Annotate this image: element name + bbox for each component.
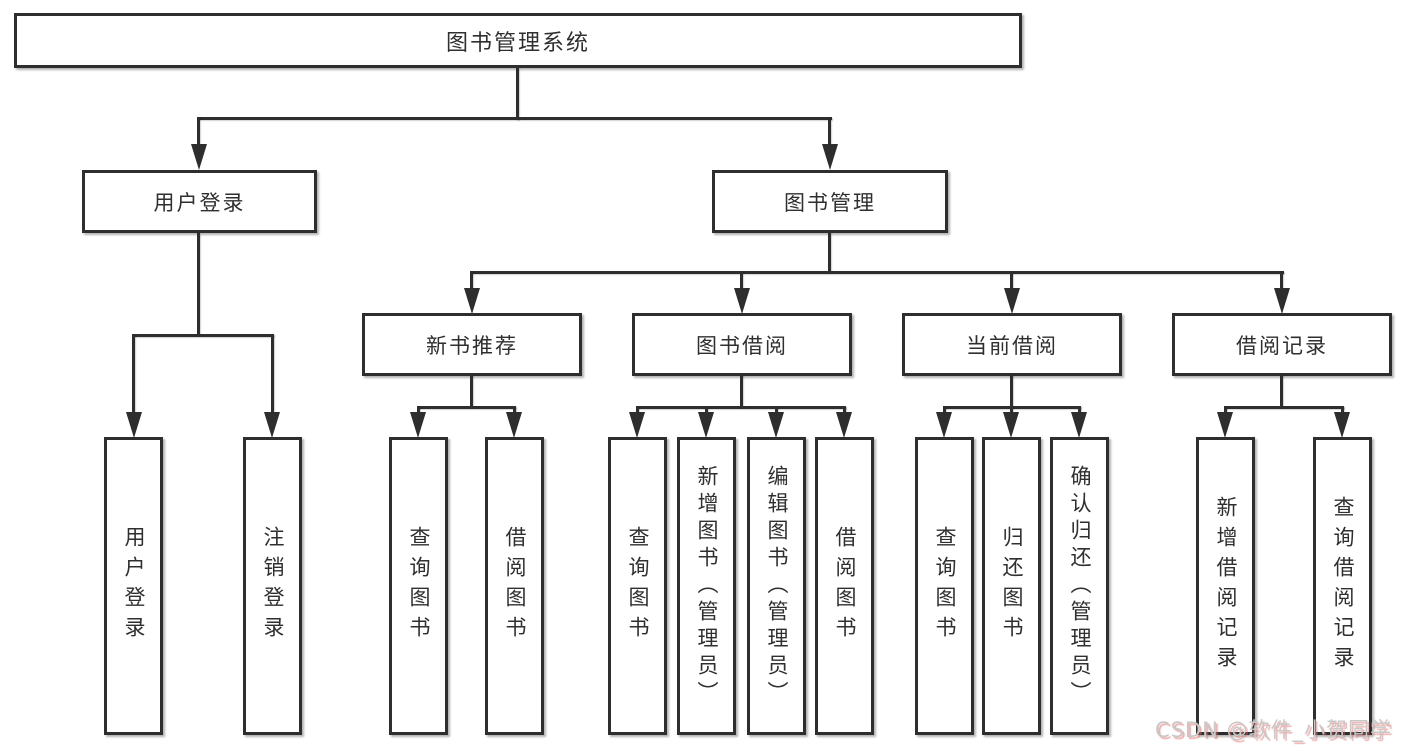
- leaf-nb-query-books: 查询图书: [389, 437, 448, 735]
- connector-line: [516, 68, 519, 120]
- node-library-management-system: 图书管理系统: [14, 13, 1022, 68]
- connector-line: [513, 406, 516, 414]
- leaf-bb-query-books: 查询图书: [608, 437, 667, 735]
- connector-line: [1280, 271, 1283, 291]
- node-label: 当前借阅: [966, 333, 1058, 358]
- arrowhead-icon: [768, 412, 784, 438]
- leaf-label: 编辑图书（管理员）: [765, 464, 789, 708]
- leaf-label: 查询图书: [407, 526, 431, 646]
- leaf-logout: 注销登录: [243, 437, 302, 735]
- node-book-borrowing: 图书借阅: [632, 313, 852, 376]
- arrowhead-icon: [1004, 288, 1020, 314]
- connector-line: [775, 406, 778, 414]
- leaf-cb-confirm-return-admin: 确认归还（管理员）: [1050, 437, 1109, 735]
- connector-line: [1280, 374, 1283, 408]
- connector-line: [843, 406, 846, 414]
- leaf-label: 查询借阅记录: [1331, 496, 1355, 676]
- leaf-bb-add-books-admin: 新增图书（管理员）: [677, 437, 736, 735]
- node-label: 图书管理系统: [445, 30, 590, 56]
- leaf-cb-return-books: 归还图书: [982, 437, 1041, 735]
- node-label: 图书借阅: [696, 333, 788, 358]
- leaf-label: 新增图书（管理员）: [695, 464, 719, 708]
- connector-line: [828, 117, 831, 147]
- leaf-label: 查询图书: [933, 526, 957, 646]
- arrowhead-icon: [936, 412, 952, 438]
- arrowhead-icon: [1003, 412, 1019, 438]
- arrowhead-icon: [698, 412, 714, 438]
- connector-line: [470, 271, 473, 291]
- connector-line: [197, 233, 200, 336]
- node-book-management: 图书管理: [712, 170, 948, 233]
- csdn-watermark: CSDN @软件_小贺同学: [1154, 718, 1392, 742]
- connector-line: [1224, 406, 1344, 409]
- node-label: 图书管理: [784, 190, 876, 215]
- connector-line: [271, 334, 274, 414]
- connector-line: [198, 117, 832, 120]
- connector-line: [1010, 271, 1013, 291]
- connector-line: [417, 406, 516, 409]
- leaf-label: 用户登录: [122, 526, 146, 646]
- arrowhead-icon: [822, 144, 838, 170]
- connector-line: [636, 406, 639, 414]
- connector-line: [705, 406, 708, 414]
- arrowhead-icon: [1217, 412, 1233, 438]
- arrowhead-icon: [464, 288, 480, 314]
- leaf-br-add-record: 新增借阅记录: [1196, 437, 1255, 735]
- node-user-login: 用户登录: [82, 170, 317, 233]
- arrowhead-icon: [629, 412, 645, 438]
- leaf-cb-query-books: 查询图书: [915, 437, 974, 735]
- node-current-borrowing: 当前借阅: [902, 313, 1122, 376]
- leaf-label: 新增借阅记录: [1214, 496, 1238, 676]
- connector-line: [470, 271, 1284, 274]
- connector-line: [828, 233, 831, 273]
- leaf-label: 确认归还（管理员）: [1068, 464, 1092, 708]
- arrowhead-icon: [126, 412, 142, 438]
- node-label: 新书推荐: [426, 333, 518, 358]
- arrowhead-icon: [1071, 412, 1087, 438]
- connector-line: [1010, 374, 1013, 408]
- node-new-book-recommend: 新书推荐: [362, 313, 582, 376]
- arrowhead-icon: [1274, 288, 1290, 314]
- connector-line: [417, 406, 420, 414]
- leaf-label: 借阅图书: [833, 526, 857, 646]
- leaf-bb-edit-books-admin: 编辑图书（管理员）: [747, 437, 806, 735]
- leaf-br-query-record: 查询借阅记录: [1313, 437, 1372, 735]
- connector-line: [1078, 406, 1081, 414]
- connector-line: [1010, 406, 1013, 414]
- connector-line: [197, 117, 200, 147]
- leaf-label: 注销登录: [261, 526, 285, 646]
- connector-line: [1224, 406, 1227, 414]
- leaf-label: 查询图书: [626, 526, 650, 646]
- connector-line: [470, 374, 473, 408]
- connector-line: [740, 271, 743, 291]
- arrowhead-icon: [836, 412, 852, 438]
- arrowhead-icon: [264, 412, 280, 438]
- connector-line: [636, 406, 846, 409]
- connector-line: [1341, 406, 1344, 414]
- node-label: 用户登录: [153, 190, 246, 215]
- arrowhead-icon: [734, 288, 750, 314]
- node-borrowing-records: 借阅记录: [1172, 313, 1392, 376]
- leaf-nb-borrow-books: 借阅图书: [485, 437, 544, 735]
- arrowhead-icon: [1334, 412, 1350, 438]
- leaf-label: 归还图书: [1000, 526, 1024, 646]
- arrowhead-icon: [191, 144, 207, 170]
- leaf-bb-borrow-books: 借阅图书: [815, 437, 874, 735]
- connector-line: [132, 334, 135, 414]
- connector-line: [943, 406, 946, 414]
- leaf-label: 借阅图书: [503, 526, 527, 646]
- node-label: 借阅记录: [1236, 333, 1328, 358]
- arrowhead-icon: [410, 412, 426, 438]
- connector-line: [740, 374, 743, 408]
- leaf-user-login: 用户登录: [104, 437, 163, 735]
- connector-line: [132, 334, 274, 337]
- arrowhead-icon: [506, 412, 522, 438]
